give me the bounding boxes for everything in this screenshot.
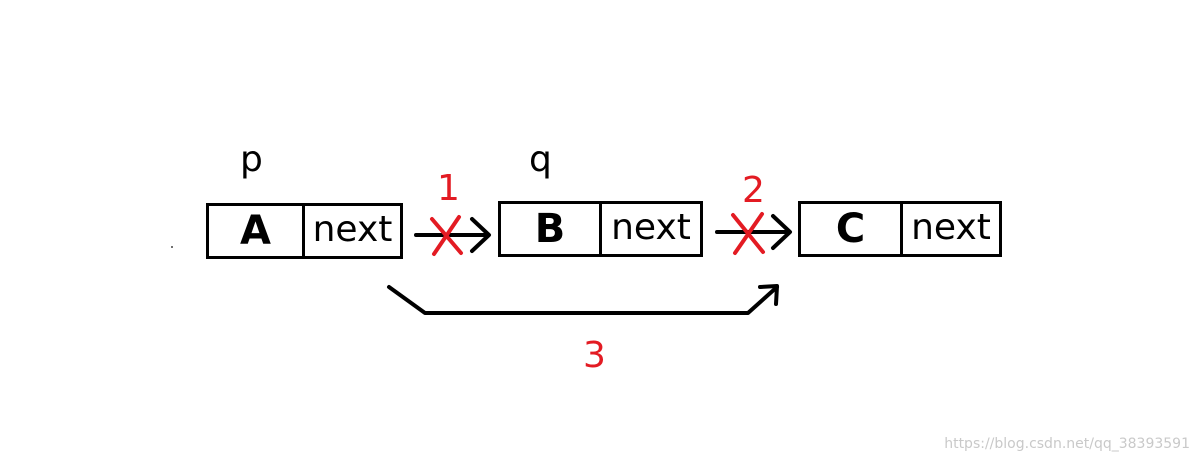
node-b-next-field: next xyxy=(611,206,691,248)
node-b: B next xyxy=(498,201,703,257)
step-2-label: 2 xyxy=(742,170,765,211)
node-c-next-field: next xyxy=(911,206,991,248)
step-3-label: 3 xyxy=(583,335,606,376)
node-a: A next xyxy=(206,203,403,259)
pointer-q-label: q xyxy=(529,139,552,180)
cross-mark-2-icon xyxy=(731,212,765,255)
arrow-b-to-c xyxy=(715,214,792,250)
node-c-value: C xyxy=(801,204,903,254)
watermark: https://blog.csdn.net/qq_38393591 xyxy=(944,436,1190,452)
pointer-p-label: p xyxy=(240,139,263,180)
arrow-a-to-c xyxy=(387,284,779,315)
arrow-a-to-b xyxy=(414,217,491,253)
node-b-value: B xyxy=(501,204,602,254)
cross-mark-1-icon xyxy=(430,215,463,256)
node-a-value: A xyxy=(209,206,305,256)
node-c: C next xyxy=(798,201,1002,257)
node-a-next-field: next xyxy=(312,208,393,250)
stray-dot xyxy=(171,246,173,248)
step-1-label: 1 xyxy=(437,168,460,209)
